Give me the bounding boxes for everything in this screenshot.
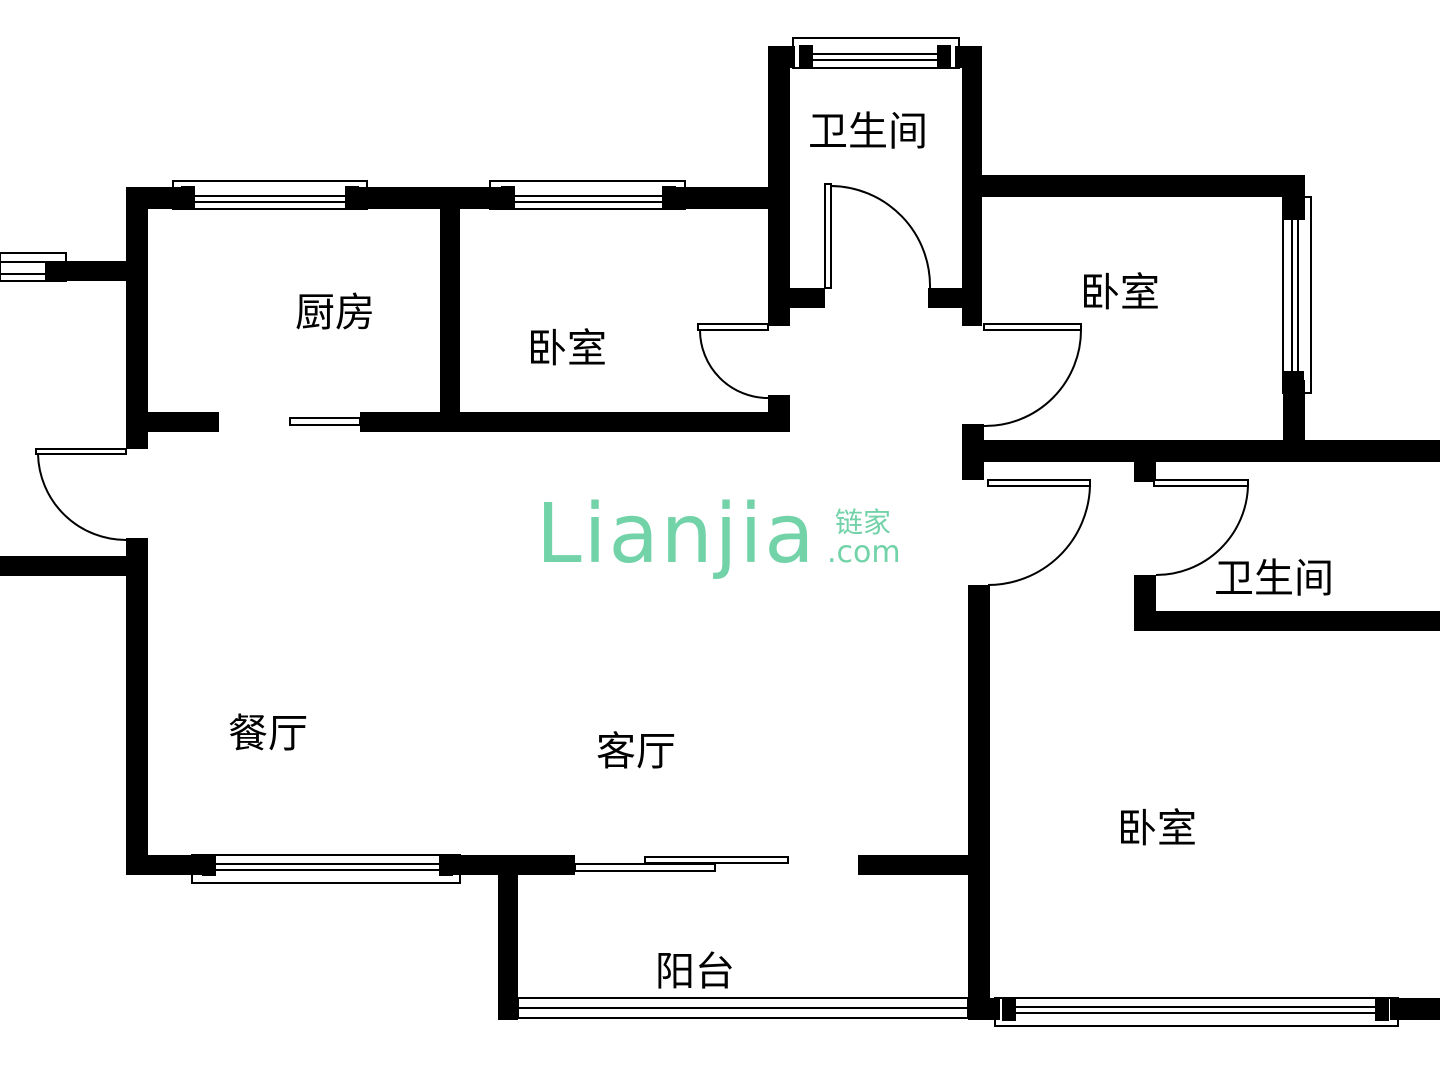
- watermark-brand: Lianjia: [536, 487, 817, 582]
- window: [517, 997, 969, 1019]
- doors: [35, 183, 1249, 586]
- window: [172, 180, 368, 210]
- door-swing: [987, 479, 1091, 586]
- wall-segment: [962, 440, 1440, 462]
- room-label-dining: 餐厅: [228, 711, 308, 757]
- watermark-logo: Lianjia 链家 .com: [536, 487, 901, 582]
- walls: [0, 46, 1440, 1020]
- wall-segment: [1390, 998, 1440, 1020]
- wall-segment: [126, 187, 190, 209]
- window: [489, 180, 686, 210]
- wall-segment: [768, 46, 795, 68]
- room-label-bedroom-east: 卧室: [1080, 270, 1160, 316]
- wall-segment: [0, 556, 128, 576]
- wall-segment: [768, 395, 790, 432]
- door-swing: [35, 448, 127, 541]
- room-label-bathroom-east: 卫生间: [1214, 556, 1334, 602]
- room-label-bedroom-southeast: 卧室: [1117, 806, 1197, 852]
- room-label-bathroom-north: 卫生间: [808, 109, 928, 155]
- wall-segment: [126, 187, 148, 449]
- window: [1282, 196, 1312, 394]
- wall-segment: [126, 538, 148, 875]
- wall-segment: [126, 855, 206, 875]
- wall-segment: [858, 855, 970, 875]
- room-label-living: 客厅: [596, 729, 676, 775]
- wall-segment: [498, 855, 518, 1020]
- window: [792, 37, 960, 69]
- wall-segment: [968, 998, 1000, 1020]
- wall-segment: [1134, 611, 1440, 631]
- sliding-door: [574, 856, 789, 872]
- wall-segment: [928, 288, 968, 308]
- watermark-domain: .com: [827, 535, 901, 570]
- door-swing: [1153, 479, 1249, 576]
- sliding-door: [289, 417, 361, 426]
- windows: [0, 37, 1399, 1027]
- room-label-bedroom-north: 卧室: [527, 326, 607, 372]
- wall-segment: [1134, 440, 1156, 482]
- wall-segment: [355, 187, 507, 209]
- wall-segment: [768, 46, 790, 326]
- door-swing: [983, 323, 1082, 428]
- wall-segment: [126, 412, 219, 432]
- wall-segment: [672, 187, 782, 209]
- wall-segment: [968, 585, 990, 1020]
- wall-segment: [1283, 380, 1305, 442]
- door-swing: [697, 323, 769, 399]
- wall-segment: [790, 288, 825, 308]
- window: [0, 252, 67, 282]
- door-swing: [824, 183, 932, 289]
- wall-segment: [440, 187, 460, 432]
- wall-segment: [58, 261, 128, 281]
- room-label-kitchen: 厨房: [295, 290, 375, 336]
- window: [191, 854, 461, 884]
- window: [994, 997, 1399, 1027]
- wall-segment: [360, 412, 790, 432]
- room-label-balcony: 阳台: [655, 949, 735, 995]
- wall-segment: [962, 175, 1302, 197]
- watermark-cn: 链家: [835, 506, 891, 539]
